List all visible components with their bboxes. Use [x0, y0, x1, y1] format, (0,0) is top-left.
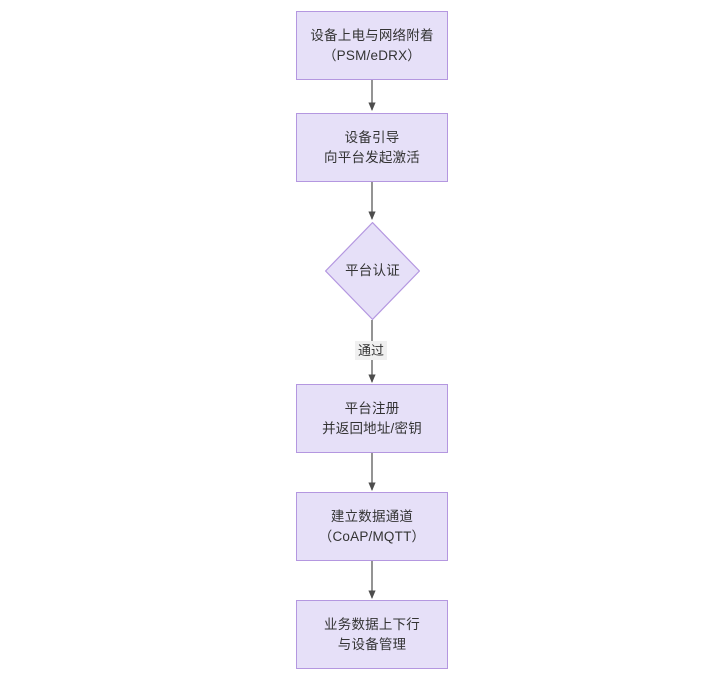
node-data-channel-line1: 建立数据通道	[330, 508, 414, 524]
node-business-data-line2: 与设备管理	[337, 636, 407, 652]
diamond-shape	[325, 222, 420, 320]
node-device-power-on-line1: 设备上电与网络附着	[310, 27, 434, 43]
node-business-data-line1: 业务数据上下行	[324, 616, 420, 632]
node-data-channel-line2: （CoAP/MQTT）	[318, 528, 426, 544]
edge-label-pass: 通过	[355, 341, 388, 360]
node-device-bootstrap-line1: 设备引导	[344, 129, 400, 145]
node-platform-auth-label: 平台认证	[345, 263, 400, 278]
node-platform-register-line1: 平台注册	[344, 400, 400, 416]
node-device-power-on-line2: （PSM/eDRX）	[322, 47, 422, 63]
node-device-power-on[interactable]: 设备上电与网络附着 （PSM/eDRX）	[296, 11, 448, 80]
node-business-data[interactable]: 业务数据上下行 与设备管理	[296, 600, 448, 669]
node-platform-register[interactable]: 平台注册 并返回地址/密钥	[296, 384, 448, 453]
node-data-channel[interactable]: 建立数据通道 （CoAP/MQTT）	[296, 492, 448, 561]
node-device-bootstrap[interactable]: 设备引导 向平台发起激活	[296, 113, 448, 182]
node-device-bootstrap-line2: 向平台发起激活	[324, 149, 420, 165]
node-platform-auth[interactable]: 平台认证	[325, 222, 420, 320]
node-platform-register-line2: 并返回地址/密钥	[322, 420, 422, 436]
